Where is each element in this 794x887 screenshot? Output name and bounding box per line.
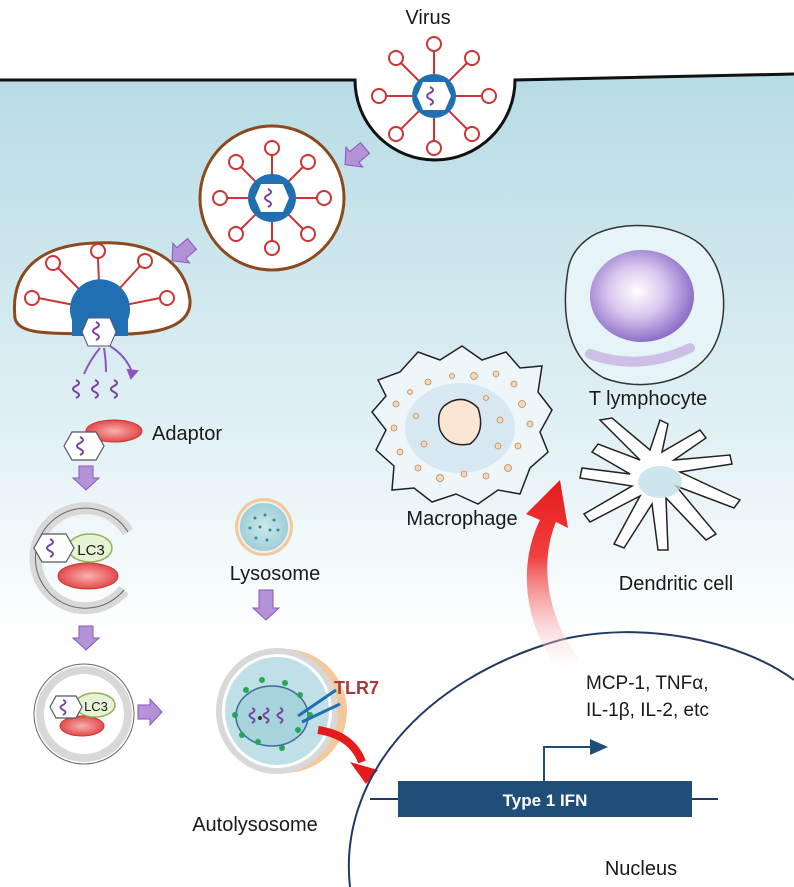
dendritic-cell-icon (579, 417, 742, 551)
purple-arrow-3 (71, 465, 101, 491)
autophagosome (33, 663, 135, 765)
type1-ifn-label: Type 1 IFN (503, 791, 588, 810)
purple-arrow-6 (251, 589, 281, 621)
purple-arrow-1 (344, 141, 371, 168)
autolysosome (216, 648, 347, 774)
signal-arrow-to-nucleus (317, 726, 378, 784)
adaptor-complex (63, 419, 143, 461)
release-arrows (83, 345, 139, 380)
lysosome-icon (235, 498, 293, 556)
cytokines-line-1: MCP-1, TNFα, (586, 673, 709, 694)
transcription-start-arrow (543, 739, 608, 781)
tlr7-receptor-icon (297, 688, 341, 724)
autolysosome-label: Autolysosome (192, 814, 318, 836)
purple-arrow-5 (137, 697, 163, 727)
nucleus-label: Nucleus (605, 858, 677, 880)
released-rna-icon (72, 379, 118, 399)
virus-label: Virus (405, 7, 450, 29)
virus-icon (371, 36, 497, 156)
cytokines-line-2: IL-1β, IL-2, etc (586, 700, 709, 721)
adaptor-label: Adaptor (152, 423, 222, 445)
lc3-label-phagophore: LC3 (77, 542, 105, 559)
purple-arrow-4 (71, 625, 101, 651)
lysosome-label: Lysosome (230, 563, 320, 585)
phagophore (29, 502, 134, 615)
t-lymphocyte-label: T lymphocyte (589, 388, 708, 410)
tlr7-label: TLR7 (334, 678, 379, 698)
lc3-label-autophagosome: LC3 (84, 699, 108, 714)
macrophage-icon (371, 345, 553, 505)
type1-ifn-gene (398, 781, 692, 817)
purple-arrow-2 (171, 237, 198, 264)
nucleus-envelope (347, 631, 794, 887)
macrophage-label: Macrophage (406, 508, 517, 530)
endosome-uncoating (12, 241, 192, 347)
cytokine-release-arrow (526, 480, 580, 672)
dendritic-cell-label: Dendritic cell (619, 573, 733, 595)
cell-membrane (0, 72, 794, 162)
endosome-virus (198, 124, 346, 272)
t-lymphocyte-icon (564, 224, 725, 386)
